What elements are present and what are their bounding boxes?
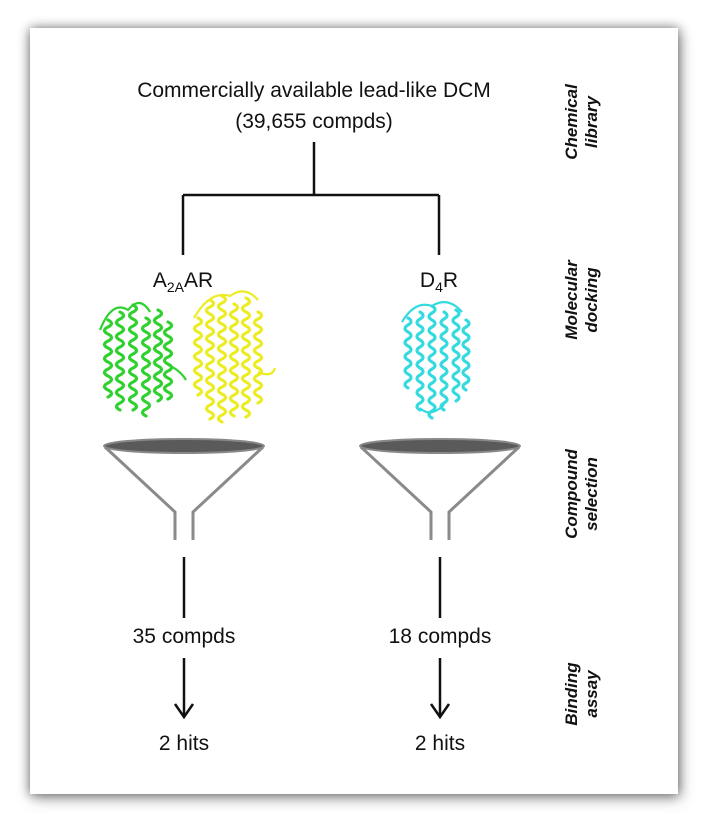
target-d4r-sub: 4 <box>435 279 443 295</box>
compounds-d4r: 18 compds <box>389 625 492 648</box>
svg-text:Molecular: Molecular <box>562 259 581 340</box>
target-label-a2aar: A2AAR <box>153 269 213 295</box>
split-connector <box>181 142 441 255</box>
library-title: Commercially available lead-like DCM <box>137 79 491 102</box>
svg-text:Binding: Binding <box>562 662 581 726</box>
target-a2aar-sub: 2A <box>167 279 185 295</box>
target-label-d4r: D4R <box>420 269 458 295</box>
protein-structure-a2aar-yellow <box>192 290 277 424</box>
figure-card <box>30 28 678 794</box>
stage-label-binding-assay: Binding assay <box>562 662 601 726</box>
protein-structure-a2aar-green <box>98 301 187 418</box>
arrow-a2aar <box>173 658 195 720</box>
svg-text:Chemical: Chemical <box>562 83 581 160</box>
stage-label-molecular-docking: Molecular docking <box>562 259 601 340</box>
target-d4r-rest: R <box>443 269 458 292</box>
svg-text:Compound: Compound <box>562 449 581 539</box>
protein-structure-d4r-cyan <box>401 301 471 420</box>
funnel-a2aar <box>103 438 265 540</box>
library-count: (39,655 compds) <box>235 110 393 133</box>
hits-d4r: 2 hits <box>415 732 465 755</box>
target-a2aar-rest: AR <box>184 269 213 292</box>
arrow-d4r <box>429 658 451 720</box>
compounds-a2aar: 35 compds <box>133 625 236 648</box>
target-d4r-main: D <box>420 269 435 292</box>
svg-text:selection: selection <box>582 457 601 531</box>
funnel-d4r <box>359 438 521 540</box>
hits-a2aar: 2 hits <box>159 732 209 755</box>
target-a2aar-main: A <box>153 269 167 292</box>
svg-text:assay: assay <box>582 669 601 718</box>
svg-text:docking: docking <box>582 267 601 333</box>
stage-label-compound-selection: Compound selection <box>562 449 601 539</box>
stage-label-chemical-library: Chemical library <box>562 83 601 160</box>
svg-text:library: library <box>582 94 601 148</box>
